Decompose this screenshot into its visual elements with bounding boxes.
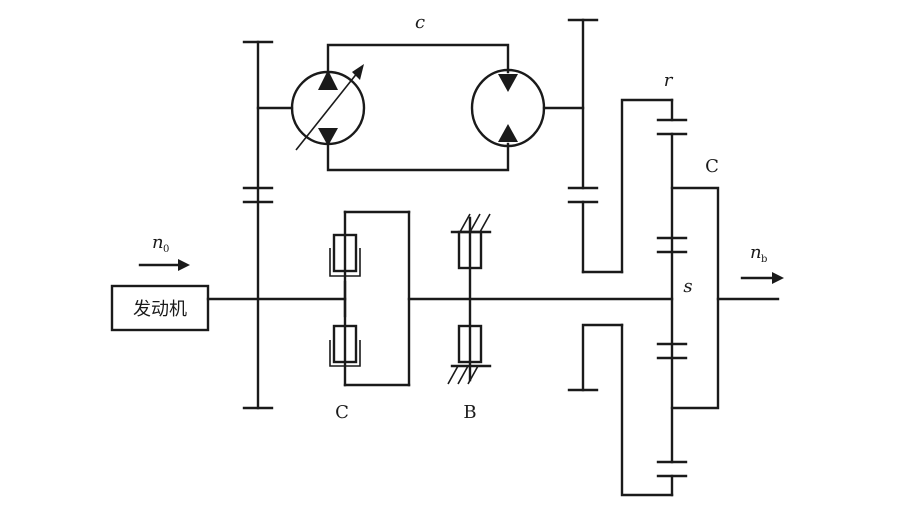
hydraulic-circuit-label: c [415, 12, 425, 33]
sun-gear-label: s [683, 276, 692, 297]
brake-label: B [463, 402, 476, 423]
clutch-label: C [335, 402, 349, 423]
left-gear-shaft [242, 40, 294, 410]
planetary-ring-gear: r [620, 70, 688, 497]
output-speed-label: n [750, 242, 762, 263]
clutch-c: C [329, 210, 411, 423]
engine-label: 发动机 [133, 299, 187, 320]
motor-gear-shaft [567, 18, 624, 274]
ring-gear-label: r [664, 70, 674, 91]
carrier-label: C [705, 156, 719, 177]
input-speed-arrow: n 0 [138, 232, 190, 271]
output-speed-subscript: b [761, 254, 767, 265]
hydraulic-lines: c [326, 12, 510, 172]
hydraulic-motor [470, 68, 585, 148]
input-speed-label: n [152, 232, 164, 253]
sun-gear: s [683, 276, 692, 297]
lower-gear-stub [567, 323, 624, 392]
input-shaft [206, 280, 347, 318]
hydraulic-pump [290, 64, 366, 151]
input-speed-subscript: 0 [163, 244, 169, 255]
engine-block: 发动机 [110, 284, 210, 332]
output-speed-arrow: n b [740, 242, 784, 284]
brake-b: B [447, 213, 492, 423]
